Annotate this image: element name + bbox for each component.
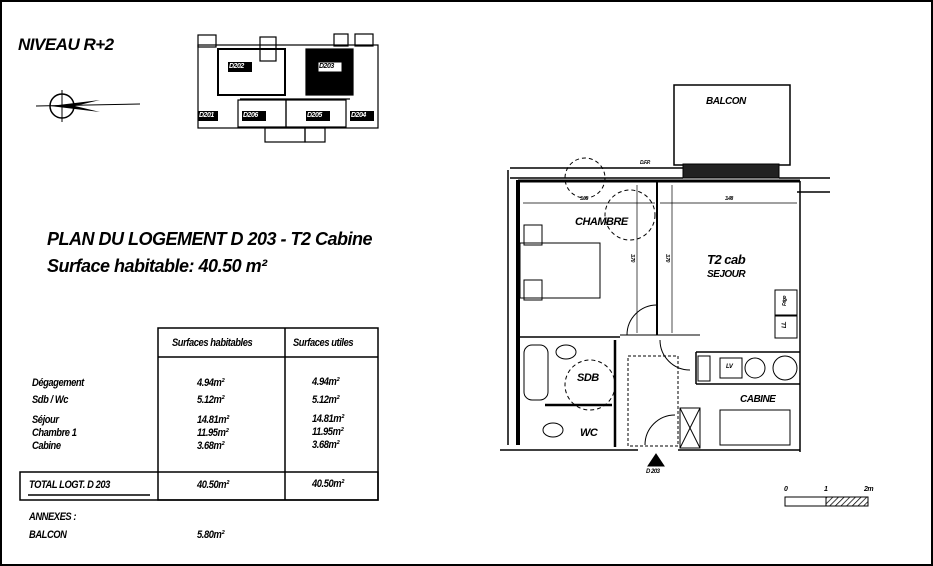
header-surfaces-habitables: Surfaces habitables <box>172 337 253 349</box>
key-unit-d202: D202 <box>229 63 244 70</box>
scale-label-2m: 2m <box>864 486 874 493</box>
annex-balcon-label: BALCON <box>29 529 67 541</box>
key-unit-d205: D205 <box>307 112 322 119</box>
key-unit-d206: D206 <box>243 112 258 119</box>
toilet <box>542 422 564 438</box>
row-habitable: 14.81m² <box>197 414 229 426</box>
label-dfp: D.F.P. <box>640 160 650 166</box>
total-habitable: 40.50m² <box>197 479 229 491</box>
label-chambre: CHAMBRE <box>575 216 628 228</box>
key-plan-labels <box>198 61 374 121</box>
washbasin <box>555 344 577 360</box>
row-label: Cabine <box>32 440 61 452</box>
row-utile: 5.12m² <box>312 394 340 406</box>
level-title: NIVEAU R+2 <box>18 35 114 54</box>
key-unit-d203: D203 <box>319 63 334 70</box>
row-habitable: 11.95m² <box>197 427 229 439</box>
label-frigo: Frigo <box>782 296 788 306</box>
label-cabine: CABINE <box>740 394 776 405</box>
balcony-window <box>682 163 780 179</box>
label-sejour: SEJOUR <box>707 269 746 280</box>
row-label: Sdb / Wc <box>32 394 69 406</box>
surface-table-grid <box>19 327 379 501</box>
bed <box>519 242 601 299</box>
dim-height-2: 3.70 <box>663 254 670 262</box>
bathtub <box>523 344 549 401</box>
scale-bar <box>784 496 869 507</box>
total-utile: 40.50m² <box>312 478 344 490</box>
row-label: Chambre 1 <box>32 427 77 439</box>
row-habitable: 5.12m² <box>197 394 225 406</box>
header-surfaces-utiles: Surfaces utiles <box>293 337 354 349</box>
row-label: Séjour <box>32 414 59 426</box>
compass-icon <box>35 90 141 122</box>
label-entry: D 203 <box>646 469 660 475</box>
surface-habitable: Surface habitable: 40.50 m² <box>47 256 267 276</box>
dim-chambre-width: 3.05 <box>580 196 588 202</box>
floor-plan <box>500 84 830 467</box>
label-ll: LL <box>782 321 789 329</box>
annex-balcon-value: 5.80m² <box>197 529 225 541</box>
row-utile: 11.95m² <box>312 426 344 438</box>
entry-arrow-icon <box>647 453 665 467</box>
row-label: Dégagement <box>32 377 84 389</box>
label-wc: WC <box>580 427 598 439</box>
total-label: TOTAL LOGT. D 203 <box>29 479 110 491</box>
label-t2-cab: T2 cab <box>707 252 746 267</box>
label-balcon: BALCON <box>706 96 746 107</box>
row-utile: 14.81m² <box>312 413 344 425</box>
label-lv: LV <box>726 364 733 370</box>
plan-title: PLAN DU LOGEMENT D 203 - T2 Cabine <box>47 229 373 249</box>
annexes-label: ANNEXES : <box>29 511 77 523</box>
dim-height-1: 3.70 <box>628 254 635 262</box>
cabine-bed <box>719 409 791 446</box>
label-sdb: SDB <box>577 372 599 384</box>
row-habitable: 4.94m² <box>197 377 225 389</box>
row-utile: 4.94m² <box>312 376 340 388</box>
row-habitable: 3.68m² <box>197 440 225 452</box>
key-unit-d201: D201 <box>199 112 214 119</box>
dim-sejour-width: 3.48 <box>725 196 733 202</box>
scale-label-0: 0 <box>784 486 788 493</box>
key-unit-d204: D204 <box>351 112 366 119</box>
row-utile: 3.68m² <box>312 439 340 451</box>
key-plan <box>197 33 379 143</box>
scale-label-1: 1 <box>824 486 828 493</box>
